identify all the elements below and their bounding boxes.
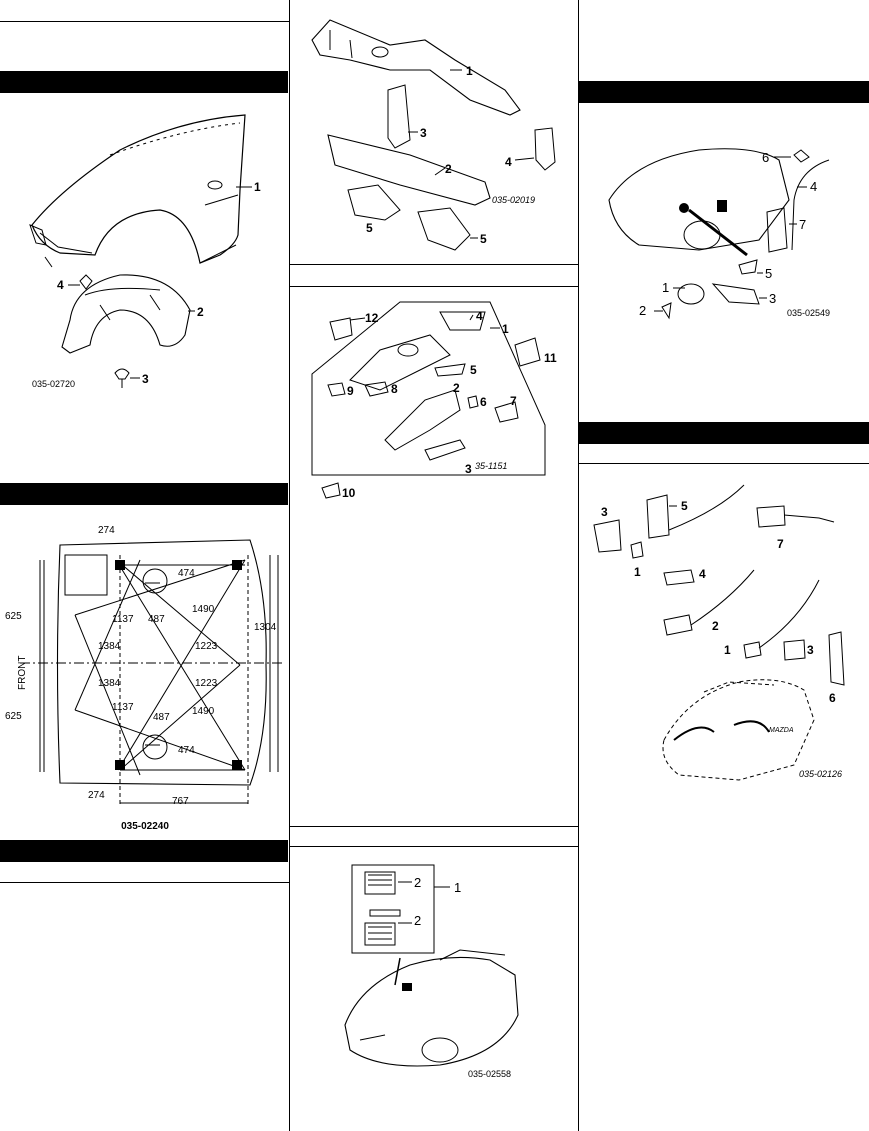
fender-callout-1: 1 (254, 180, 261, 194)
frame-figure-code: 035-02019 (492, 195, 535, 205)
harness-figure-code: 035-02126 (799, 769, 842, 779)
members-callout-6: 6 (480, 395, 487, 409)
dim-274-top: 274 (98, 525, 115, 536)
section-header-bar (0, 840, 288, 862)
members-figure-code: 35-1151 (475, 461, 507, 471)
members-callout-4: 4 (476, 309, 483, 323)
dim-274-bot: 274 (88, 790, 105, 801)
dim-767: 767 (172, 796, 189, 807)
members-callout-9: 9 (347, 384, 354, 398)
side-members-drawing: 12 4 1 11 5 8 2 9 6 7 3 35-1151 10 (311, 301, 557, 500)
underbody-dimensions-figure: 274 474 625 1137 487 1490 1304 1384 1223… (0, 515, 289, 835)
section-rule (290, 286, 578, 287)
section-rule (290, 264, 578, 265)
hood-callout-2: 2 (639, 303, 646, 318)
dim-625-top: 625 (5, 611, 22, 622)
members-callout-11: 11 (544, 351, 557, 365)
frame-callout-1: 1 (466, 64, 473, 78)
members-callout-7: 7 (510, 394, 517, 408)
harness-callout-5: 5 (681, 499, 688, 513)
front-fender-drawing: 1 2 4 3 035-02720 (29, 114, 261, 389)
frame-callout-5b: 5 (480, 232, 487, 246)
dim-1384-top: 1384 (98, 641, 121, 652)
relay-callout-2a: 2 (414, 875, 421, 890)
front-frame-drawing: 1 3 2 4 5 5 035-02019 (311, 19, 556, 251)
frame-callout-2: 2 (445, 162, 452, 176)
dim-474-bot: 474 (178, 745, 195, 756)
frame-callout-3: 3 (420, 126, 427, 140)
section-rule (0, 882, 289, 883)
harness-callout-6: 6 (829, 691, 836, 705)
headlight-harness-drawing: 3 5 7 1 4 2 1 3 6 MAZDA 035-02126 (593, 484, 845, 781)
dim-1490-bot: 1490 (192, 706, 215, 717)
underbody-figure-caption: 035-02240 (121, 821, 169, 832)
members-callout-5: 5 (470, 363, 477, 377)
hood-release-figure: 6 4 7 5 1 3 2 035-02549 (579, 140, 869, 325)
harness-brand-mark: MAZDA (769, 727, 794, 734)
hood-callout-1: 1 (662, 280, 669, 295)
front-frame-figure: 1 3 2 4 5 5 035-02019 (290, 0, 578, 262)
members-callout-12: 12 (365, 311, 379, 325)
side-members-figure: 12 4 1 11 5 8 2 9 6 7 3 35-1151 10 (290, 290, 578, 520)
hood-release-drawing: 6 4 7 5 1 3 2 035-02549 (608, 148, 830, 320)
section-rule (290, 826, 578, 827)
dim-487-top: 487 (148, 614, 165, 625)
dim-1137-bot: 1137 (112, 702, 134, 713)
dim-1223-top: 1223 (195, 641, 218, 652)
dim-487-bot: 487 (153, 712, 170, 723)
hood-figure-code: 035-02549 (787, 308, 830, 318)
hood-callout-7: 7 (799, 217, 806, 232)
hood-callout-6: 6 (762, 150, 769, 165)
headlight-harness-figure: 3 5 7 1 4 2 1 3 6 MAZDA 035-02126 (579, 470, 869, 795)
relay-block-figure: 2 1 2 035-02558 (290, 855, 578, 1085)
dim-1384-bot: 1384 (98, 678, 121, 689)
relay-callout-2b: 2 (414, 913, 421, 928)
members-callout-2: 2 (453, 381, 460, 395)
front-fender-figure: 1 2 4 3 035-02720 (0, 95, 289, 395)
underbody-drawing: 274 474 625 1137 487 1490 1304 1384 1223… (5, 525, 285, 807)
front-label: FRONT (17, 656, 28, 690)
dim-1304: 1304 (254, 622, 277, 633)
section-rule (290, 846, 578, 847)
relay-callout-1: 1 (454, 880, 461, 895)
members-callout-10: 10 (342, 486, 356, 500)
fender-callout-3: 3 (142, 372, 149, 386)
hood-callout-3: 3 (769, 291, 776, 306)
hood-callout-4: 4 (810, 179, 817, 194)
dim-474-top: 474 (178, 568, 195, 579)
relay-block-drawing: 2 1 2 035-02558 (344, 864, 519, 1079)
column-divider-left (289, 0, 290, 1131)
section-header-bar (0, 483, 288, 505)
harness-callout-1a: 1 (634, 565, 641, 579)
fender-callout-2: 2 (197, 305, 204, 319)
fender-figure-code: 035-02720 (32, 379, 75, 389)
dim-1490-top: 1490 (192, 604, 215, 615)
harness-callout-2: 2 (712, 619, 719, 633)
harness-callout-4: 4 (699, 567, 706, 581)
members-callout-1: 1 (502, 322, 509, 336)
relay-figure-code: 035-02558 (468, 1069, 511, 1079)
section-header-bar (579, 422, 869, 444)
members-callout-8: 8 (391, 382, 398, 396)
section-rule (579, 463, 869, 464)
hood-callout-5: 5 (765, 266, 772, 281)
harness-callout-3b: 3 (807, 643, 814, 657)
column-divider-right (578, 0, 579, 1131)
section-header-bar (0, 71, 288, 93)
harness-callout-1b: 1 (724, 643, 731, 657)
harness-callout-7: 7 (777, 537, 784, 551)
dim-1137-top: 1137 (112, 614, 134, 625)
frame-callout-4: 4 (505, 155, 512, 169)
fender-callout-4: 4 (57, 278, 64, 292)
frame-callout-5a: 5 (366, 221, 373, 235)
section-header-bar (579, 81, 869, 103)
section-rule (0, 21, 289, 22)
dim-1223-bot: 1223 (195, 678, 218, 689)
harness-callout-3a: 3 (601, 505, 608, 519)
dim-625-bot: 625 (5, 711, 22, 722)
members-callout-3: 3 (465, 462, 472, 476)
